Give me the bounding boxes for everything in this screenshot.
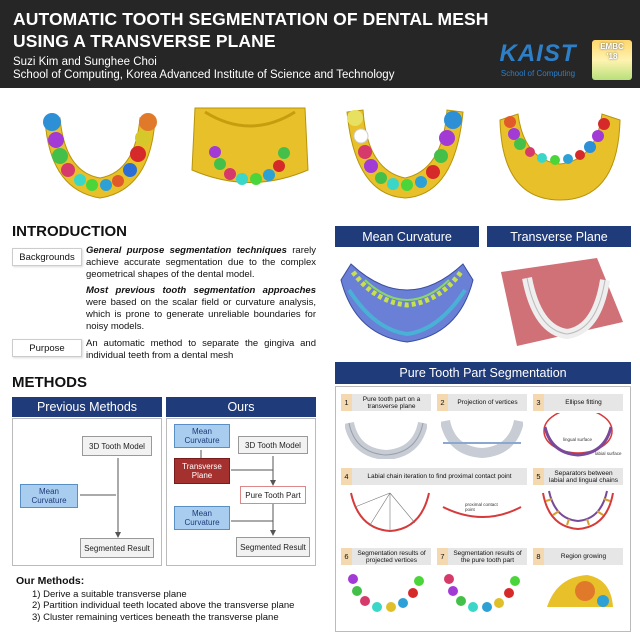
poster-header: AUTOMATIC TOOTH SEGMENTATION OF DENTAL M… <box>0 0 640 88</box>
step-4-text: Labial chain iteration to find proximal … <box>367 473 512 480</box>
ours-transverse-plane-box: Transverse Plane <box>174 458 230 484</box>
step-6-image <box>348 574 424 612</box>
backgrounds-paragraph-2: Most previous tooth segmentation approac… <box>86 285 316 333</box>
step-2-number: 2 <box>437 394 448 411</box>
embc-logo-year: '18 <box>606 52 618 61</box>
our-method-item: 3) Cluster remaining vertices beneath th… <box>32 611 279 623</box>
poster-title-line1: AUTOMATIC TOOTH SEGMENTATION OF DENTAL M… <box>13 9 489 29</box>
pure-tooth-panel-title: Pure Tooth Part Segmentation <box>335 362 631 384</box>
step-6-number: 6 <box>341 548 352 565</box>
ours-3d-model-box: 3D Tooth Model <box>238 436 308 454</box>
step-5: 5 Separators between labial and lingual c… <box>533 468 623 534</box>
transverse-plane-image <box>501 258 623 346</box>
mean-curvature-image <box>340 263 474 343</box>
step-7-header: 7 Segmentation results of the pure tooth … <box>437 548 527 565</box>
step-1: 1 Pure tooth part on a transverse plane <box>341 394 431 460</box>
step-3-text: Ellipse fitting <box>565 399 602 406</box>
bg-para2-rest: were based on the scalar field or curvat… <box>86 297 316 332</box>
bg-para1-bold: General purpose segmentation techniques <box>86 245 287 256</box>
step-6-text: Segmentation results of projected vertic… <box>357 549 426 564</box>
step-6: 6 Segmentation results of projected verti… <box>341 548 431 614</box>
step-8-number: 8 <box>533 548 544 565</box>
step-4: 4 Labial chain iteration to find proximal… <box>341 468 527 534</box>
backgrounds-paragraph-1: General purpose segmentation techniques … <box>86 245 316 281</box>
purpose-label: Purpose <box>12 339 82 357</box>
step-2-image <box>441 419 523 459</box>
prev-segmented-result-box: Segmented Result <box>80 538 154 558</box>
prev-3d-model-box: 3D Tooth Model <box>82 436 152 456</box>
step-1-number: 1 <box>341 394 352 411</box>
step-4-number: 4 <box>341 468 352 485</box>
methods-title: METHODS <box>12 374 87 391</box>
ours-title: Ours <box>166 397 316 417</box>
mean-curvature-panel-title: Mean Curvature <box>335 226 479 247</box>
our-method-item: 1) Derive a suitable transverse plane <box>32 588 187 600</box>
step-3-number: 3 <box>533 394 544 411</box>
poster-title-line2: USING A TRANSVERSE PLANE <box>13 31 276 51</box>
previous-methods-arrows <box>80 458 121 538</box>
step-1-image <box>345 421 427 459</box>
introduction-title: INTRODUCTION <box>12 223 127 240</box>
step-6-header: 6 Segmentation results of projected verti… <box>341 548 431 565</box>
ours-arrows <box>200 450 276 536</box>
transverse-plane-panel-title: Transverse Plane <box>487 226 631 247</box>
step-5-text: Separators between labial and lingual ch… <box>548 469 619 484</box>
bg-para1-rest: rarely achieve accurate segmentation due… <box>86 245 316 280</box>
step-3-image <box>543 413 613 457</box>
our-methods-title: Our Methods: <box>16 575 85 587</box>
purpose-paragraph: An automatic method to separate the ging… <box>86 338 316 361</box>
step-7: 7 Segmentation results of the pure tooth … <box>437 548 527 614</box>
step-5-header: 5 Separators between labial and lingual c… <box>533 468 623 485</box>
step-1-text: Pure tooth part on a transverse plane <box>362 395 421 410</box>
step-8-image <box>547 575 613 607</box>
step-8-text: Region growing <box>560 553 607 560</box>
prev-mean-curvature-box: Mean Curvature <box>20 484 78 508</box>
step-7-image <box>444 574 520 612</box>
labial-annotation: labial surface <box>595 451 622 456</box>
ours-mean-curvature-box-2: Mean Curvature <box>174 506 230 530</box>
step-8-header: 8 Region growing <box>533 548 623 565</box>
lingual-annotation: lingual surface <box>563 437 593 442</box>
embc-logo-text: EMBC <box>600 42 624 51</box>
kaist-logo-text: KAIST <box>499 40 577 67</box>
dental-mesh-image-1 <box>43 113 157 199</box>
ours-segmented-result-box: Segmented Result <box>236 537 310 557</box>
previous-methods-title: Previous Methods <box>12 397 162 417</box>
ours-pure-tooth-part-box: Pure Tooth Part <box>240 486 306 504</box>
dental-mesh-image-2 <box>191 107 309 185</box>
step-7-text: Segmentation results of the pure tooth p… <box>453 549 522 564</box>
backgrounds-label: Backgrounds <box>12 248 82 266</box>
step-5-number: 5 <box>533 468 544 485</box>
embc-logo: EMBC '18 <box>592 40 632 80</box>
our-methods-list: Our Methods: 1) Derive a suitable transv… <box>16 575 295 623</box>
bg-para2-bold: Most previous tooth segmentation approac… <box>86 285 316 296</box>
authors: Suzi Kim and Sunghee Choi <box>13 56 157 68</box>
step-3-header: 3 Ellipse fitting <box>533 394 623 411</box>
step-5-image <box>542 490 614 531</box>
step-2: 2 Projection of vertices <box>437 394 527 460</box>
step-2-text: Projection of vertices <box>457 399 518 406</box>
ours-mean-curvature-box-1: Mean Curvature <box>174 424 230 448</box>
step-4-header: 4 Labial chain iteration to find proximal… <box>341 468 527 485</box>
step-2-header: 2 Projection of vertices <box>437 394 527 411</box>
contact-point-annotation: proximal contact point <box>465 502 498 512</box>
step-8: 8 Region growing <box>533 548 623 614</box>
step-1-header: 1 Pure tooth part on a transverse plane <box>341 394 431 411</box>
kaist-logo-sub: School of Computing <box>500 69 576 78</box>
affiliation: School of Computing, Korea Advanced Inst… <box>13 69 395 81</box>
step-4-image <box>350 492 522 533</box>
our-method-item: 2) Partition individual teeth located ab… <box>32 600 295 611</box>
step-7-number: 7 <box>437 548 448 565</box>
kaist-logo: KAIST School of Computing <box>492 40 584 82</box>
dental-mesh-image-4 <box>499 113 621 201</box>
step-3: 3 Ellipse fitting lingual surface labial … <box>533 394 623 460</box>
dental-mesh-image-3 <box>346 109 464 199</box>
